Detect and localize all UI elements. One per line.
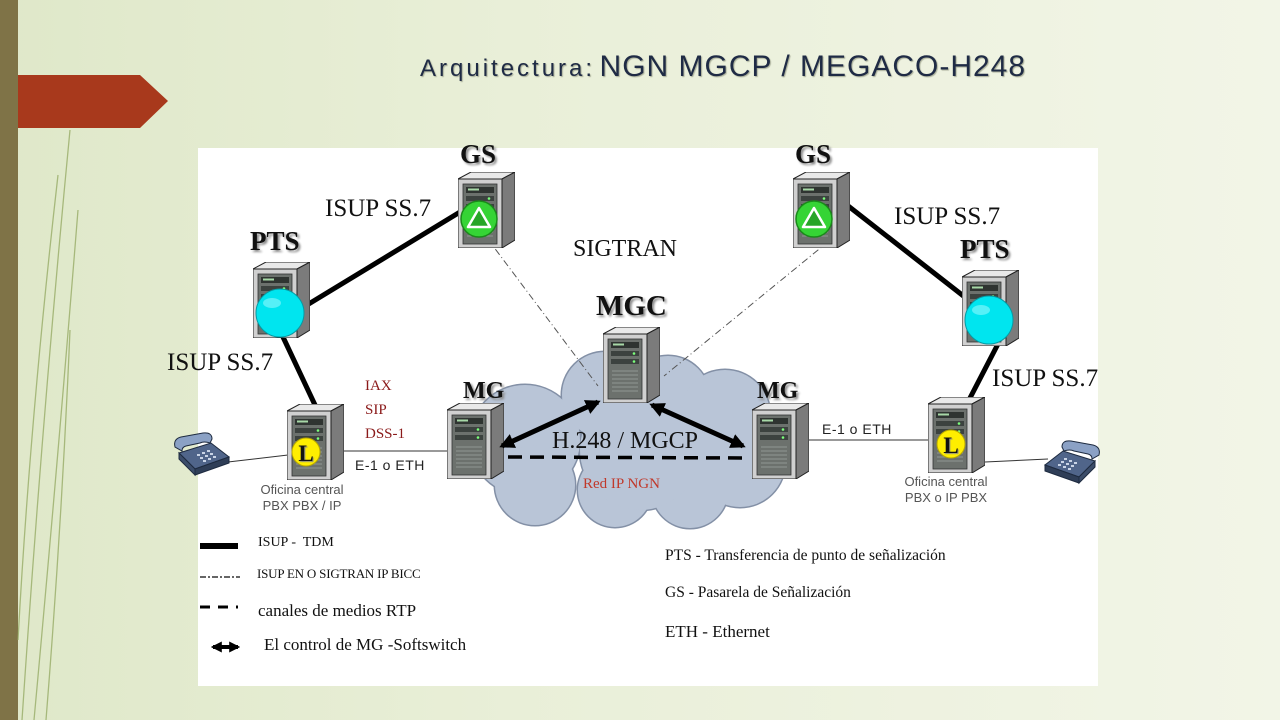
signal-transfer-point-icon [964,295,1014,345]
isup-label-top-left: ISUP SS.7 [325,195,432,222]
office-left-line2: PBX PBX / IP [262,498,342,513]
mg-control-arrows [499,399,746,449]
office-right-line1: Oficina central [904,474,988,489]
rtp-media-link [507,455,749,460]
mgc-label: MGC [596,290,667,322]
glossary-pts: PTS - Transferencia de punto de señaliza… [665,547,946,564]
protocol-dss1: DSS-1 [365,426,406,442]
sigtran-link-left [486,237,599,387]
mg-right-label: MG [757,378,799,404]
office-caption-left: Oficina central PBX PBX / IP [232,482,372,514]
title-accent-arrow [18,75,168,128]
e1-eth-label-left: E-1 o ETH [355,457,425,473]
isup-label-bottom-left: ISUP SS.7 [167,349,274,376]
office-caption-right: Oficina central PBX o IP PBX [876,474,1016,506]
local-exchange-icon: L [936,429,966,459]
gs-left-label: GS [460,139,497,169]
office-left-line1: Oficina central [260,482,344,497]
access-links [227,439,1049,463]
telephone-icon [1043,440,1100,485]
phone-link-left [227,454,289,463]
signaling-gateway-icon [460,200,498,238]
decorative-curves [17,129,79,720]
control-arrow-left [499,399,601,449]
telephone-icon [174,432,231,477]
server-icon [603,327,660,403]
tdm-link-pts-gs-left [304,209,463,308]
network-label: Red IP NGN [583,476,660,492]
title-main: NGN MGCP / MEGACO-H248 [599,50,1027,83]
tdm-link-pts-l-right [967,339,1002,401]
tdm-link-pts-l-left [280,334,318,408]
server-icon [447,403,504,479]
local-exchange-label-left: L [298,441,313,466]
page-title: Arquitectura: NGN MGCP / MEGACO-H248 [420,52,1026,82]
h248-mgcp-label: H.248 / MGCP [552,428,699,454]
isup-label-bottom-right: ISUP SS.7 [992,365,1099,392]
control-arrow-right [649,402,746,449]
office-right-line2: PBX o IP PBX [904,490,988,505]
glossary-gs: GS - Pasarela de Señalización [665,584,851,601]
isup-label-top-right: ISUP SS.7 [894,203,1001,230]
signaling-gateway-icon [795,200,833,238]
legend-control-label: El control de MG -Softswitch [264,635,467,654]
signal-transfer-point-icon [255,288,305,338]
title-prefix: Arquitectura: [420,55,596,82]
tdm-link-gs-pts-right [835,195,969,301]
legend-rtp-label: canales de medios RTP [258,601,417,620]
pts-left-label: PTS [250,226,300,256]
pts-right-label: PTS [960,234,1010,264]
protocol-iax: IAX [365,378,392,394]
protocol-sip: SIP [365,402,387,418]
legend-sigtran-label: ISUP EN O SIGTRAN IP BICC [257,566,421,581]
server-icon [752,403,809,479]
isup-tdm-links [280,195,1002,408]
side-stripe [0,0,18,720]
local-exchange-label-right: L [943,433,958,458]
sigtran-link-right [663,231,841,377]
phone-link-right [984,458,1049,463]
local-exchange-icon: L [291,437,321,467]
sigtran-links [486,231,841,387]
mg-left-label: MG [463,378,505,404]
glossary-eth: ETH - Ethernet [665,622,770,641]
e1-eth-label-right: E-1 o ETH [822,421,892,437]
legend-tdm-label: ISUP - TDM [258,535,334,550]
legend-symbols [200,543,241,653]
gs-right-label: GS [795,139,832,169]
sigtran-label: SIGTRAN [573,236,678,262]
